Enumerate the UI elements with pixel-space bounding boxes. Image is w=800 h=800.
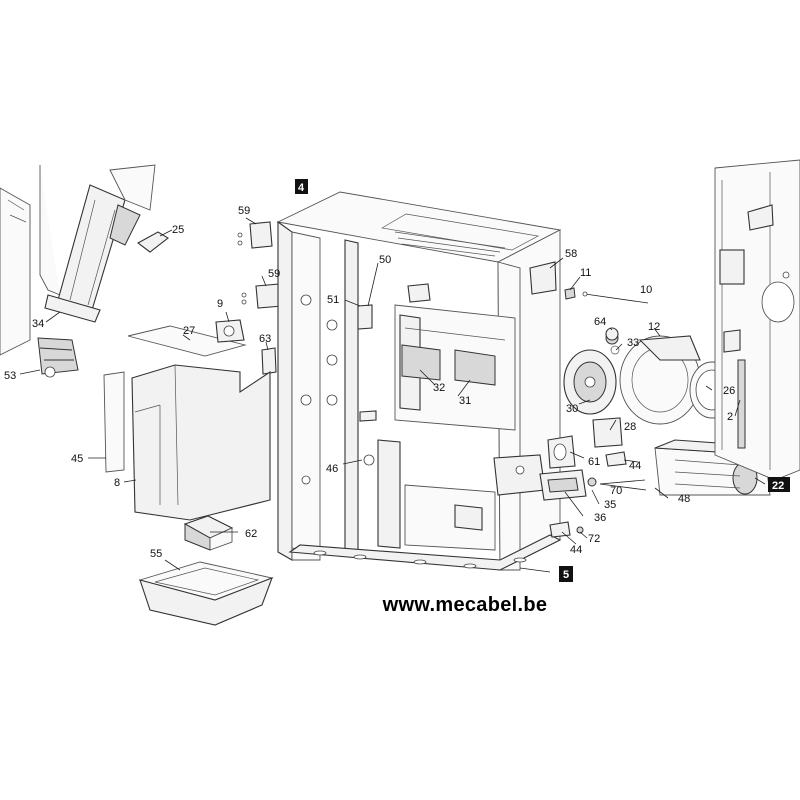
callout-36: 36 <box>594 512 606 524</box>
callout-25: 25 <box>172 224 184 236</box>
part-10-sensor-rod <box>582 291 649 304</box>
callout-31: 31 <box>459 395 471 407</box>
callout-labels: 2 8 9 10 11 12 25 26 27 28 30 31 32 33 3… <box>4 179 790 582</box>
part-44-brackets <box>549 451 627 538</box>
callout-8: 8 <box>114 477 120 489</box>
flue-pipe <box>493 454 546 496</box>
part-59-brackets <box>237 221 283 309</box>
callout-9: 9 <box>217 298 223 310</box>
callout-32: 32 <box>433 382 445 394</box>
callout-11: 11 <box>580 267 591 279</box>
callout-61: 61 <box>588 456 600 468</box>
callout-34: 34 <box>32 318 44 330</box>
callout-26: 26 <box>723 385 735 397</box>
callout-22-text: 22 <box>772 480 784 492</box>
callout-70: 70 <box>610 485 622 497</box>
callout-63: 63 <box>259 333 271 345</box>
callout-58: 58 <box>565 248 577 260</box>
callout-leaders <box>19 217 766 573</box>
callout-46: 46 <box>326 463 338 475</box>
callout-30: 30 <box>566 403 578 415</box>
part-55-ash-pan <box>138 561 274 626</box>
part-36-housing <box>539 469 587 501</box>
callout-72: 72 <box>588 533 600 545</box>
part-27-plate <box>127 325 247 357</box>
callout-59-lower: 59 <box>268 268 280 280</box>
callout-45: 45 <box>71 453 83 465</box>
lower-compartment <box>377 439 496 551</box>
feed-chute <box>39 164 156 323</box>
frame-fittings <box>357 283 431 466</box>
part-25-plate <box>136 231 169 253</box>
callout-33: 33 <box>627 337 639 349</box>
website-watermark: www.mecabel.be <box>382 594 548 616</box>
part-64-nut <box>605 327 619 341</box>
part-8-insulation-block <box>131 364 271 521</box>
part-33-gasket <box>610 345 620 355</box>
callout-50: 50 <box>379 254 391 266</box>
part-72-screw <box>576 526 584 534</box>
callout-62: 62 <box>245 528 257 540</box>
callout-12: 12 <box>648 321 660 333</box>
auger-motor <box>37 337 79 378</box>
callout-53: 53 <box>4 370 16 382</box>
callout-2: 2 <box>727 411 733 423</box>
callout-35: 35 <box>604 499 616 511</box>
callout-4: 4 <box>295 179 308 194</box>
callout-5-text: 5 <box>563 569 569 581</box>
firebox <box>394 304 516 431</box>
right-back-panel <box>714 159 800 481</box>
callout-4-text: 4 <box>298 182 305 194</box>
callout-5: 5 <box>559 566 573 582</box>
callout-44-upper: 44 <box>629 460 641 472</box>
part-58-bracket <box>529 261 557 295</box>
callout-55: 55 <box>150 548 162 560</box>
left-hopper-panel <box>0 187 31 356</box>
callout-44-lower: 44 <box>570 544 582 556</box>
part-9-gasket <box>215 319 245 343</box>
callout-22: 22 <box>768 477 790 492</box>
callout-51: 51 <box>327 294 339 306</box>
part-63-bracket <box>261 347 277 375</box>
callout-28: 28 <box>624 421 636 433</box>
callout-48: 48 <box>678 493 690 505</box>
part-61-plate <box>547 435 576 469</box>
part-45-side-panel <box>103 371 125 473</box>
callout-64: 64 <box>594 316 606 328</box>
part-70-thermostat <box>599 479 646 485</box>
exhaust-fan-assembly <box>563 331 735 448</box>
callout-27: 27 <box>183 325 195 337</box>
part-62-tray <box>183 515 234 551</box>
callout-59-upper: 59 <box>238 205 250 217</box>
part-35-fitting <box>587 477 597 487</box>
callout-10: 10 <box>640 284 652 296</box>
